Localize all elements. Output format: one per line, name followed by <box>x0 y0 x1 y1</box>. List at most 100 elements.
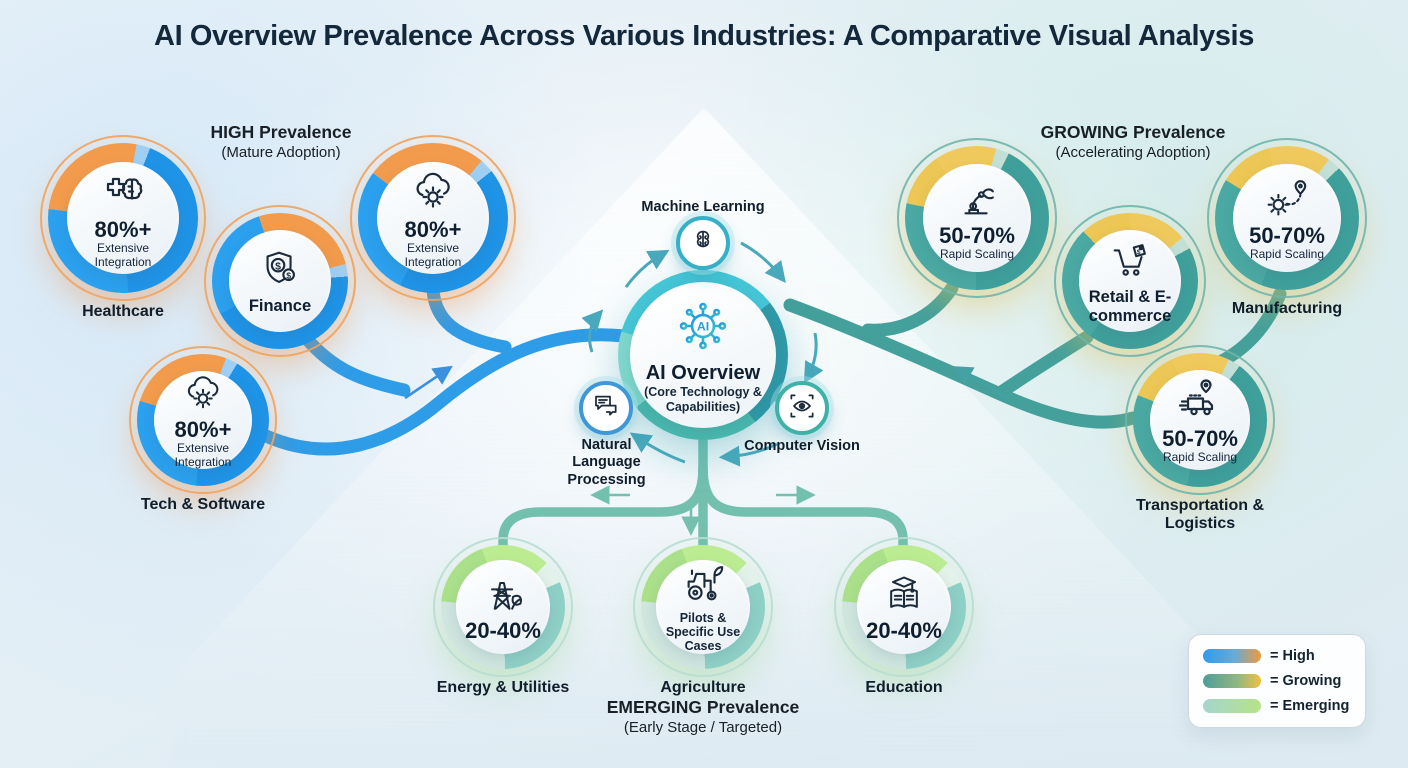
center-ring: AI AI Overview (Core Technology & Capabi… <box>618 270 788 440</box>
legend: = High = Growing = Emerging <box>1188 634 1366 728</box>
connector-branch-energy <box>498 463 708 551</box>
prevalence-value: 20-40% <box>866 617 942 643</box>
svg-text:$: $ <box>1137 248 1141 255</box>
industry-node-agriculture: Pilots & Specific Use Cases Agriculture <box>633 537 773 696</box>
industry-label: Manufacturing <box>1231 300 1343 317</box>
prevalence-ring: 50-70% Rapid Scaling <box>897 138 1057 298</box>
prevalence-ring: $ $ Finance <box>204 205 356 357</box>
capability-node-computer-vision <box>775 381 829 435</box>
arrow-cycle-topleft <box>624 249 670 288</box>
prevalence-value: 20-40% <box>465 617 541 643</box>
arrow-left-to-center <box>404 365 453 400</box>
industry-node-high-unlabeled: 80%+ Extensive Integration <box>350 135 516 301</box>
svg-text:$: $ <box>286 270 291 280</box>
group-header-high: HIGH Prevalence (Mature Adoption) <box>146 122 416 161</box>
arrow-cycle-left-up <box>581 309 604 353</box>
industry-node-education: 20-40% Education <box>834 537 974 696</box>
prevalence-caption: Extensive Integration <box>94 241 152 269</box>
prevalence-caption: Rapid Scaling <box>1162 449 1238 464</box>
tractor-plant-icon <box>680 561 726 607</box>
industry-node-transportation-logistics: 50-70% Rapid Scaling Transportation & Lo… <box>1125 345 1275 532</box>
brain-icon <box>687 225 719 262</box>
capability-label-machine-learning: Machine Learning <box>641 199 765 215</box>
gear-route-pin-icon <box>1264 175 1310 221</box>
delivery-truck-pin-icon <box>1176 376 1224 424</box>
shopping-cart-tag-icon: $ <box>1107 237 1153 283</box>
arrow-cycle-bottomleft <box>629 432 686 464</box>
legend-swatch-growing <box>1203 674 1261 688</box>
prevalence-caption: Pilots & Specific Use Cases <box>665 611 741 653</box>
capability-label-computer-vision: Computer Vision <box>744 438 860 454</box>
ai-network-icon: AI <box>672 295 734 357</box>
group-header-emerging: EMERGING Prevalence (Early Stage / Targe… <box>543 697 863 736</box>
group-subtitle-high: (Mature Adoption) <box>221 144 341 161</box>
svg-text:$: $ <box>275 260 281 272</box>
shield-dollar-icon: $ $ <box>257 246 303 292</box>
arrow-cycle-topright <box>740 241 786 283</box>
group-title-high: HIGH Prevalence <box>210 122 352 142</box>
group-subtitle-growing: (Accelerating Adoption) <box>1055 144 1211 161</box>
legend-row-emerging: = Emerging <box>1203 698 1351 714</box>
capability-node-nlp <box>579 381 633 435</box>
prevalence-caption: Extensive Integration <box>174 441 232 469</box>
arrow-cycle-right-down <box>803 332 824 384</box>
prevalence-caption: Rapid Scaling <box>1249 246 1325 261</box>
prevalence-ring: 20-40% <box>433 537 573 677</box>
power-tower-leaf-icon <box>481 572 525 616</box>
connector-tech-to-center <box>259 328 631 456</box>
industry-node-healthcare: 80%+ Extensive Integration Healthcare <box>40 135 206 320</box>
legend-swatch-high <box>1203 649 1261 663</box>
industry-node-manufacturing: 50-70% Rapid Scaling Manufacturing <box>1207 138 1367 317</box>
prevalence-ring: 80%+ Extensive Integration <box>129 346 277 494</box>
industry-label: Healthcare <box>82 303 164 320</box>
prevalence-value: 50-70% <box>1249 222 1325 248</box>
industry-node-tech-software: 80%+ Extensive Integration Tech & Softwa… <box>129 346 277 513</box>
legend-label-growing: = Growing <box>1270 673 1342 689</box>
emerging-flow-arrows <box>590 485 816 536</box>
chat-bubbles-icon <box>590 390 622 427</box>
center-subtitle: (Core Technology & Capabilities) <box>644 385 762 414</box>
industry-label: Transportation & Logistics <box>1135 497 1264 533</box>
arrow-cycle-bottomright <box>718 442 778 467</box>
book-graduation-cap-icon <box>882 572 926 616</box>
prevalence-value: 50-70% <box>939 222 1015 248</box>
capability-node-machine-learning <box>676 216 730 270</box>
industry-label: Agriculture <box>660 679 746 696</box>
group-header-growing: GROWING Prevalence (Accelerating Adoptio… <box>998 122 1268 161</box>
medical-cross-brain-icon <box>99 167 147 215</box>
connector-emerging-links <box>498 415 908 551</box>
eye-scan-icon <box>786 390 818 427</box>
industry-label: Education <box>865 679 943 696</box>
prevalence-ring: 50-70% Rapid Scaling <box>1125 345 1275 495</box>
prevalence-ring: Pilots & Specific Use Cases <box>633 537 773 677</box>
arrow-right-to-center <box>952 366 1009 400</box>
center-title: AI Overview <box>645 362 761 384</box>
prevalence-ring: 80%+ Extensive Integration <box>350 135 516 301</box>
prevalence-ring: 50-70% Rapid Scaling <box>1207 138 1367 298</box>
prevalence-value: 80%+ <box>174 417 232 443</box>
industry-label: Finance <box>248 297 312 316</box>
prevalence-value: 80%+ <box>94 217 152 243</box>
svg-text:AI: AI <box>697 320 709 334</box>
industry-node-finance: $ $ Finance <box>204 205 356 357</box>
prevalence-caption: Extensive Integration <box>404 241 462 269</box>
industry-node-retail-ecommerce: $ Retail & E-commerce <box>1054 205 1206 357</box>
prevalence-ring: 80%+ Extensive Integration <box>40 135 206 301</box>
industry-label: Energy & Utilities <box>436 679 570 696</box>
industry-label: Retail & E-commerce <box>1088 287 1172 325</box>
industry-node-growing-unlabeled: 50-70% Rapid Scaling <box>897 138 1057 298</box>
capability-label-nlp: Natural Language Processing <box>567 437 646 488</box>
prevalence-value: 80%+ <box>404 217 462 243</box>
prevalence-ring: 20-40% <box>834 537 974 677</box>
group-title-emerging: EMERGING Prevalence <box>606 697 800 717</box>
legend-label-high: = High <box>1270 648 1315 664</box>
group-subtitle-emerging: (Early Stage / Targeted) <box>623 719 783 736</box>
legend-row-high: = High <box>1203 648 1351 664</box>
connector-center-to-transport <box>783 298 1140 429</box>
legend-label-emerging: = Emerging <box>1270 698 1350 714</box>
legend-row-growing: = Growing <box>1203 673 1351 689</box>
prevalence-ring: $ Retail & E-commerce <box>1054 205 1206 357</box>
hub-cycle-arrows <box>581 241 824 467</box>
industry-label: Tech & Software <box>140 496 266 513</box>
center-hub: AI AI Overview (Core Technology & Capabi… <box>618 270 788 440</box>
